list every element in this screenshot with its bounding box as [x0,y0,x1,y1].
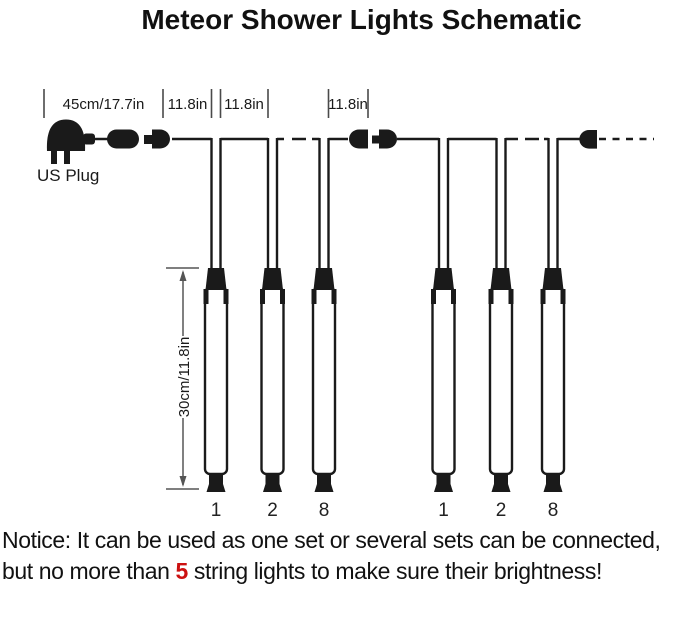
tube-number: 1 [438,500,449,521]
tube-spacing-label-2: 11.8in [224,96,264,113]
light-tube-set2-2 [487,136,515,494]
light-tube-set2-1 [429,136,458,494]
tube-length-dimension: 30cm/11.8in [166,267,199,490]
notice-after: string lights to make sure their brightn… [187,557,603,584]
schematic-diagram: 45cm/17.7in 11.8in 11.8in 11.8in US Plug [37,89,654,521]
set-join-connector-female [349,129,368,149]
lead-length-label: 45cm/17.7in [63,96,145,113]
us-plug-label: US Plug [37,166,99,185]
tube-length-label: 30cm/11.8in [176,337,193,418]
tube-number: 8 [548,500,559,521]
notice-text: Notice: It can be used as one set or sev… [2,525,678,586]
lead-connector-male [144,129,170,149]
top-measurement-ticks [43,89,369,118]
lead-connector-female [107,129,139,149]
tube-number: 2 [267,500,278,521]
light-tube-set1-8 [310,136,338,494]
notice-before: Notice: It can be used as one set or sev… [2,527,661,584]
light-tube-set1-2 [258,136,287,494]
tube-spacing-label-3: 11.8in [328,96,368,113]
tube-number: 1 [211,500,222,521]
tube-spacing-label-1: 11.8in [168,96,208,113]
set-join-connector-male [372,129,397,149]
tube-number: 8 [319,500,330,521]
end-connector-female [579,130,597,149]
light-tube-set2-8 [539,136,567,494]
tube-number: 2 [496,500,507,521]
page-title: Meteor Shower Lights Schematic [141,4,582,35]
light-tube-set1-1 [202,136,230,494]
notice-max-count: 5 [175,557,188,584]
us-plug [46,119,95,164]
